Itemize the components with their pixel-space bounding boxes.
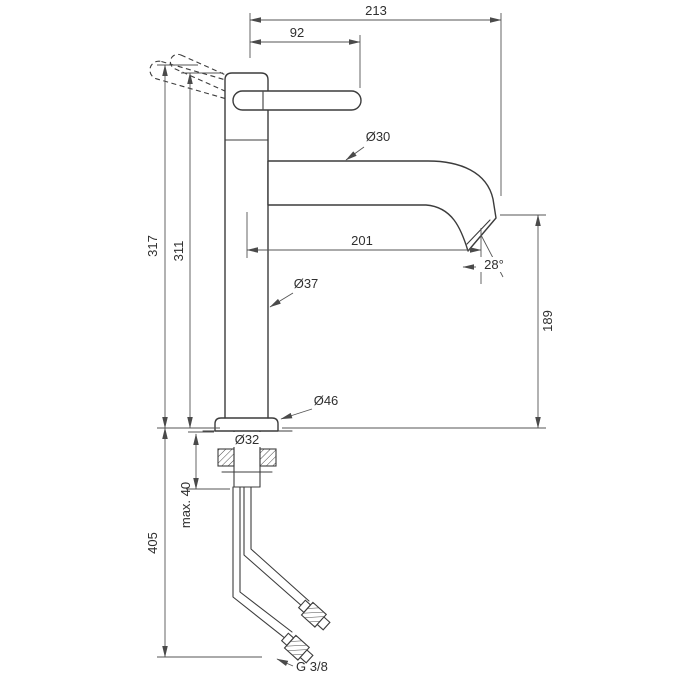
lever-handle [232,90,362,111]
dimension-labels: 213 92 Ø30 201 28° 189 317 311 Ø37 Ø46 Ø… [145,3,555,674]
dim-max-mounting-depth: max. 40 [178,482,193,528]
spout [267,160,497,252]
mounting-nut-section-right [259,448,277,467]
dim-connection-thread: G 3/8 [296,659,328,674]
mounting-hardware [217,430,277,488]
dim-total-height: 317 [145,235,160,257]
dimension-lines [157,13,546,667]
handle-alt-position-dashed [149,53,259,106]
dim-spout-reach: 201 [351,233,373,248]
dim-handle-length: 92 [290,25,304,40]
faucet-body [224,72,269,419]
aerator-line [466,219,491,245]
faucet-outline [149,53,497,666]
dim-total-projection: 213 [365,3,387,18]
dim-outlet-height: 189 [540,310,555,332]
dim-outlet-angle: 28° [484,257,504,272]
supply-hoses [232,486,333,666]
dim-body-diameter: Ø37 [294,276,319,291]
dim-base-diameter: Ø46 [314,393,339,408]
dim-hose-length: 405 [145,532,160,554]
dim-spout-diameter: Ø30 [366,129,391,144]
dim-shank-diameter: Ø32 [235,432,260,447]
hose-fitting-upper [295,597,333,633]
mounting-nut-section-left [217,448,235,467]
base-flange [214,417,279,432]
dim-body-height: 311 [171,241,186,262]
